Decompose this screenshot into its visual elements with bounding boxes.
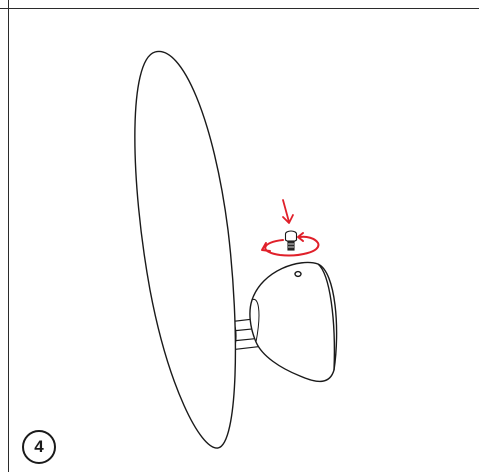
clockwise-rotation-arrow-icon: [261, 232, 320, 257]
frame-border-top: [0, 8, 479, 9]
step-number-badge: 4: [22, 430, 56, 464]
frame-border-left: [8, 0, 9, 472]
mirror-disc-icon: [134, 50, 237, 449]
wall-mount-dome-icon: [249, 261, 338, 383]
screw-icon: [284, 230, 298, 251]
down-arrow-icon: [282, 199, 294, 224]
